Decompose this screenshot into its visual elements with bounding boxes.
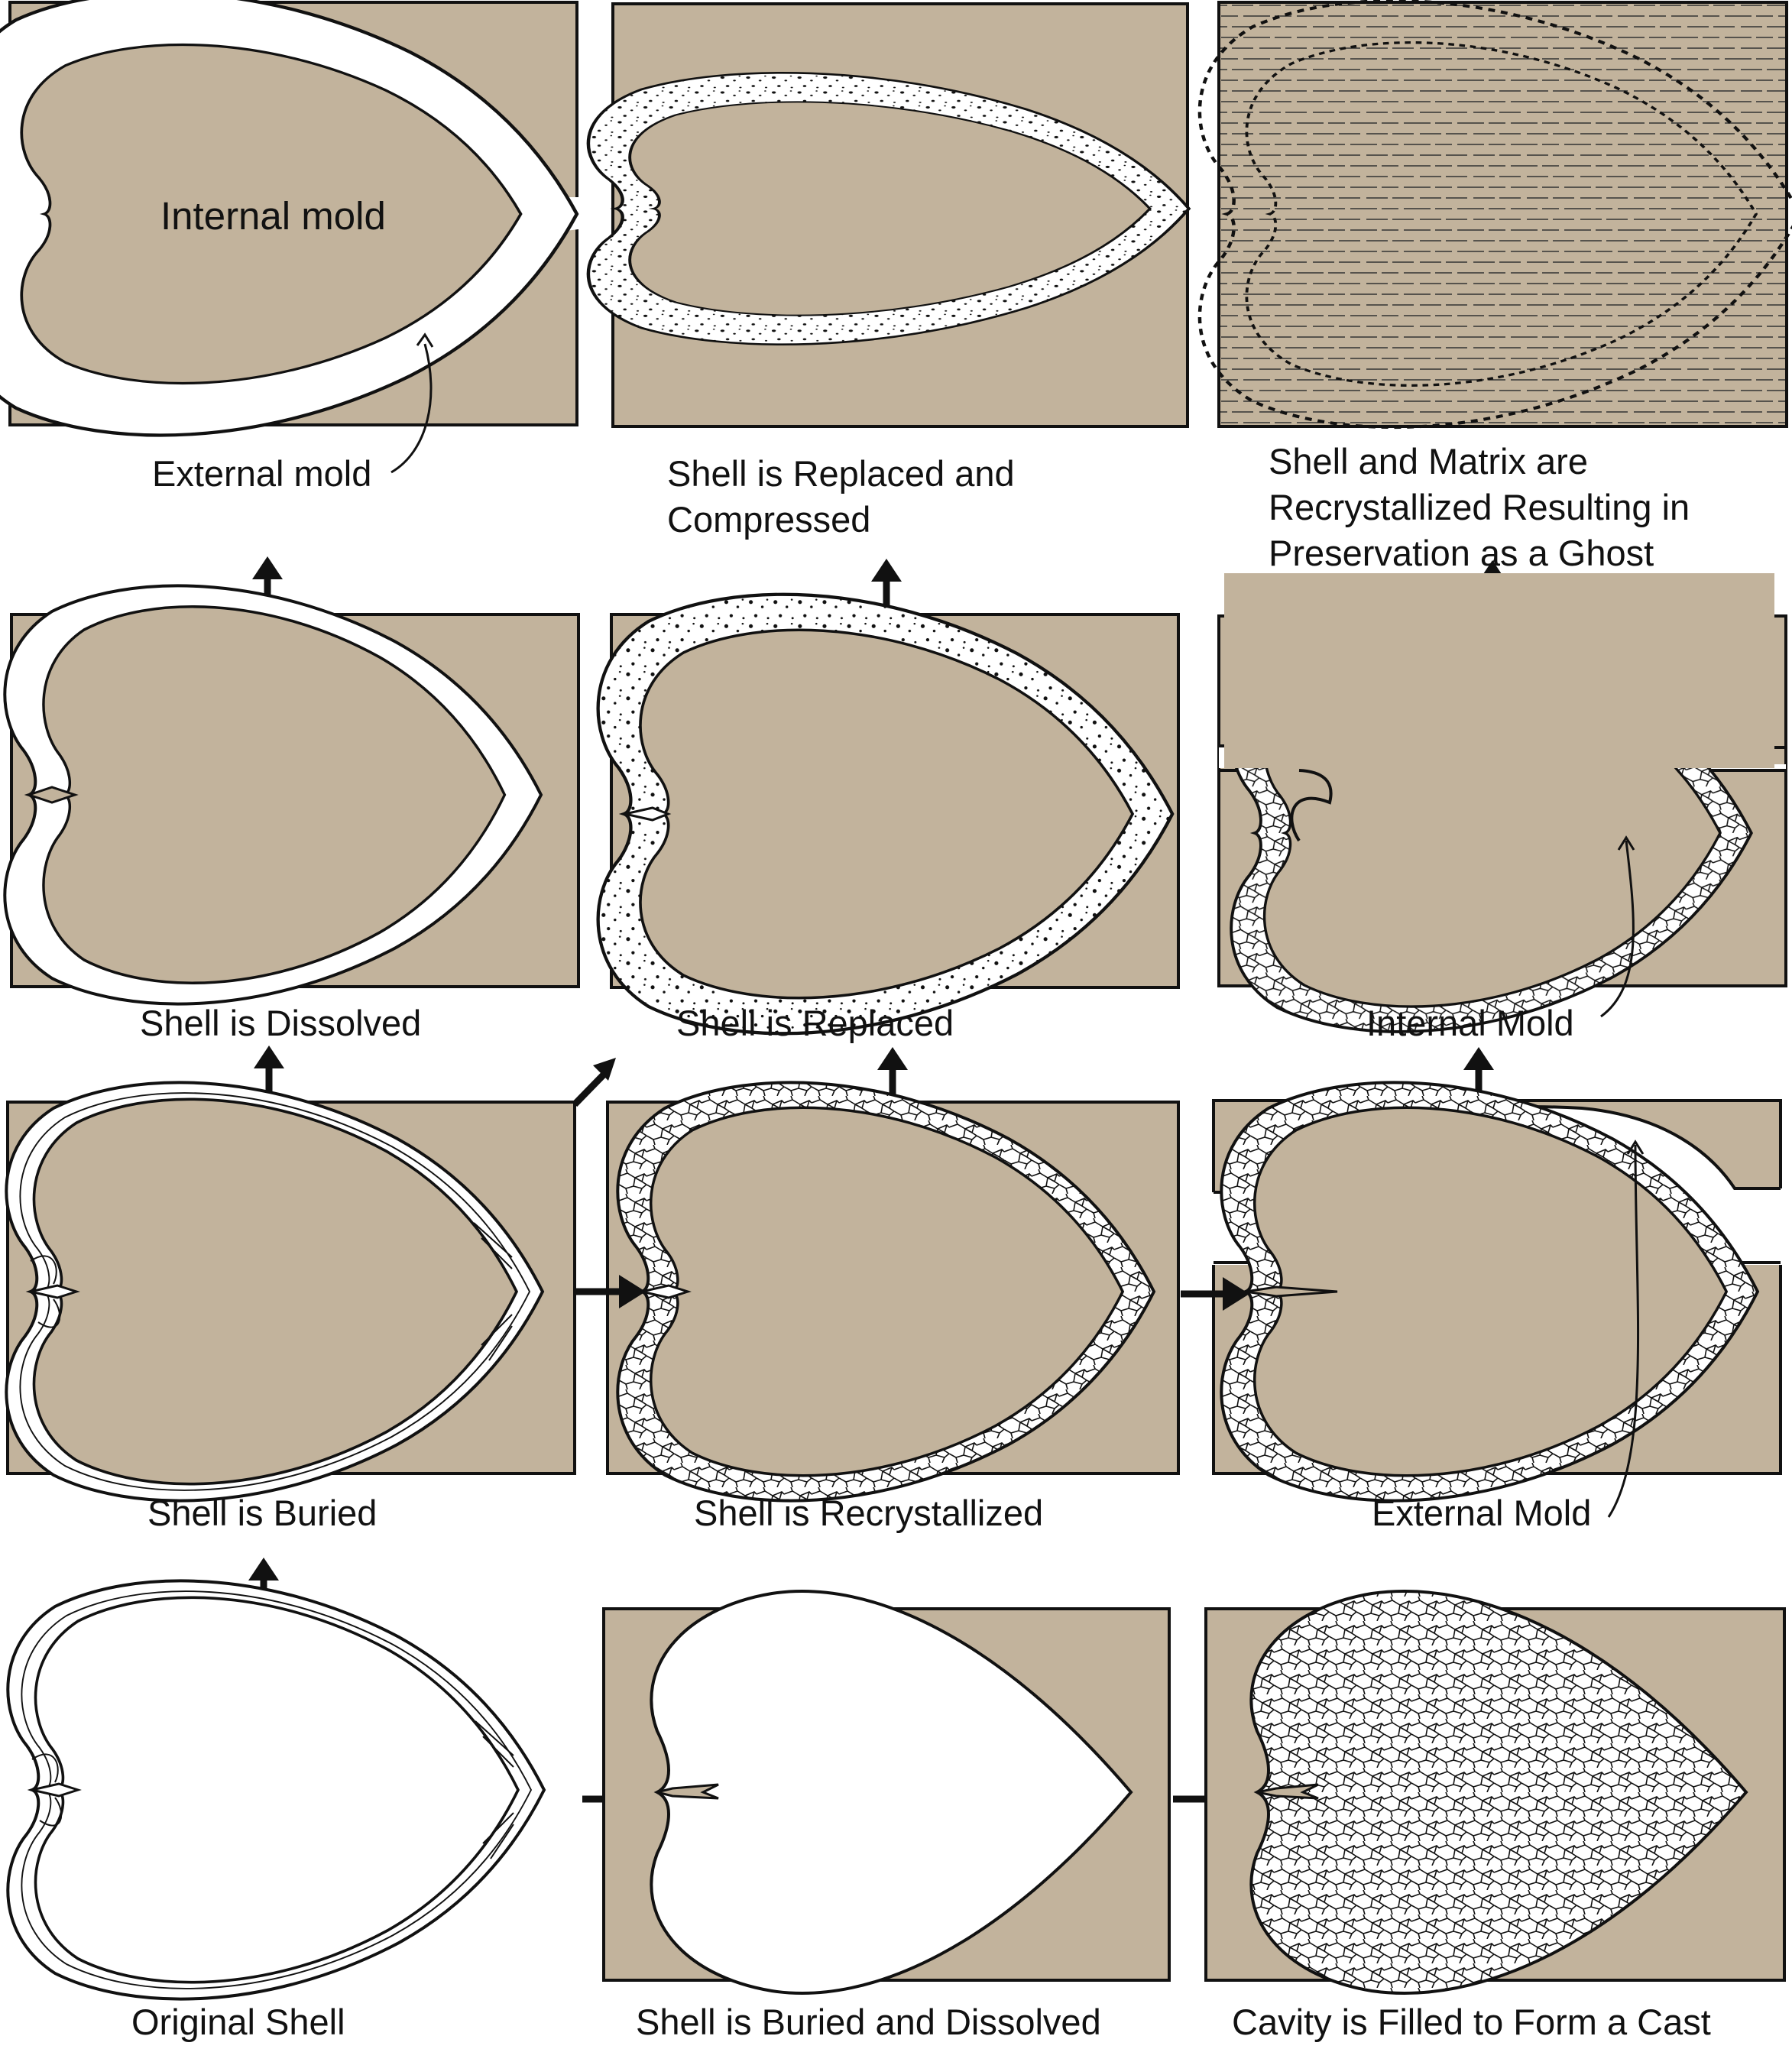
replaced-shell (598, 595, 1173, 1034)
original-shell-label: Original Shell (131, 2002, 345, 2042)
panel-original-shell: Original Shell (6, 1579, 546, 2042)
cast-fill (1249, 1590, 1748, 1995)
dissolved-void (3, 584, 543, 1006)
external-mold-label: External mold (152, 453, 371, 494)
panel-replaced-compressed: Shell is Replaced and Compressed (588, 2, 1189, 540)
panel-buried: Shell is Buried (5, 1081, 576, 1533)
arrow-buried-to-recrystallized (575, 1275, 646, 1308)
external-mold-pointer (390, 343, 433, 474)
recrystallized-shell (616, 1081, 1155, 1503)
dissolved-cavity (650, 1590, 1133, 1995)
arrow-buried-to-replaced (572, 1058, 616, 1107)
arrow-recrystallized-to-external-mold (1181, 1277, 1249, 1311)
ghost-label-1: Shell and Matrix are (1269, 441, 1588, 481)
internal-mold-shell (1224, 573, 1774, 1033)
replaced-label: Shell is Replaced (676, 1003, 954, 1043)
panel-recrystallized: Shell is Recrystallized (606, 1081, 1180, 1533)
buried-dissolved-label: Shell is Buried and Dissolved (636, 2002, 1101, 2042)
replaced-compressed-label-1: Shell is Replaced and (667, 453, 1015, 494)
original-shell (6, 1579, 546, 2001)
panel-internal-mold: Internal Mold (1217, 573, 1787, 1043)
panel-cast: Cavity is Filled to Form a Cast (1204, 1590, 1786, 2042)
panel-molds: Internal mold External mold (0, 0, 578, 494)
replaced-compressed-label-2: Compressed (667, 499, 870, 540)
ghost-label-3: Preservation as a Ghost (1269, 533, 1654, 573)
internal-mold-split-label: Internal Mold (1366, 1003, 1574, 1043)
internal-mold-pointer (1600, 840, 1635, 1018)
external-mold-split-pointer (1607, 1144, 1640, 1518)
internal-mold-label: Internal mold (160, 194, 386, 238)
dissolved-label: Shell is Dissolved (140, 1003, 421, 1043)
buried-shell (5, 1081, 544, 1503)
panel-external-mold: External Mold (1212, 1081, 1784, 1533)
external-mold-split-label: External Mold (1372, 1493, 1591, 1533)
external-mold-shell (1220, 1081, 1759, 1503)
ghost-label-2: Recrystallized Resulting in (1269, 487, 1690, 527)
panel-replaced: Shell is Replaced (598, 595, 1180, 1043)
cast-label: Cavity is Filled to Form a Cast (1232, 2002, 1711, 2042)
recrystallized-label: Shell is Recrystallized (694, 1493, 1043, 1533)
panel-ghost: Shell and Matrix are Recrystallized Resu… (1200, 1, 1792, 573)
panel-buried-dissolved: Shell is Buried and Dissolved (602, 1590, 1171, 2042)
buried-label: Shell is Buried (147, 1493, 377, 1533)
panel-dissolved: Shell is Dissolved (3, 584, 580, 1043)
